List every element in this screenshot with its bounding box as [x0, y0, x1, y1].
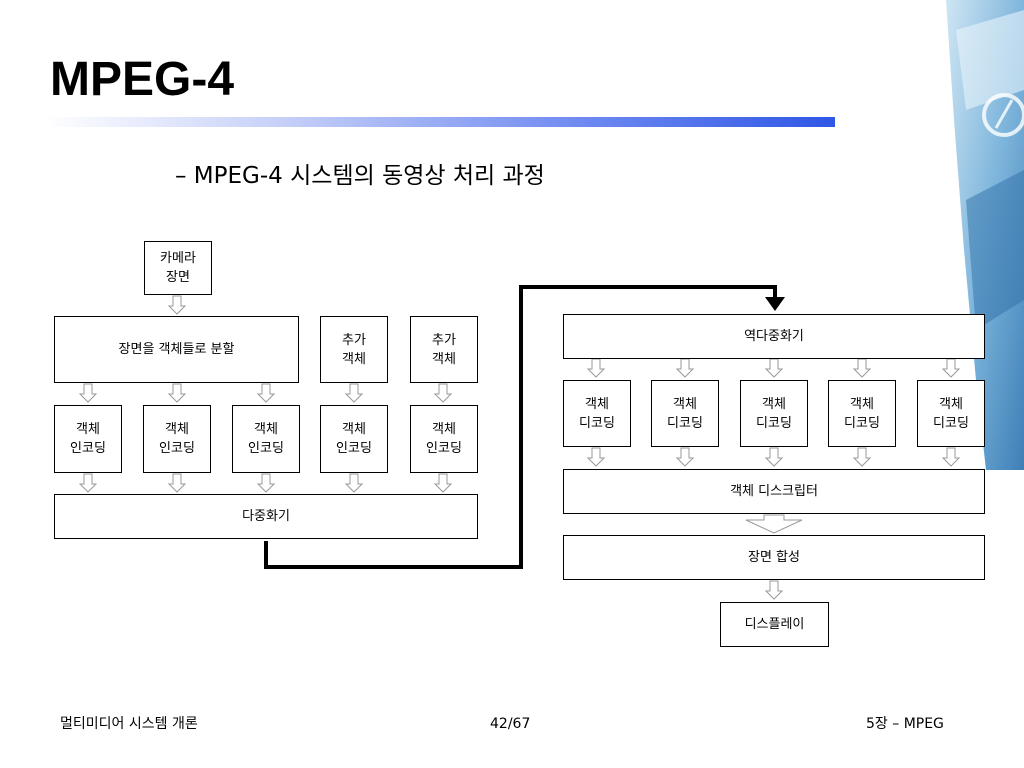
arrow-composition-to-display — [765, 580, 783, 600]
object-encoding-box-5: 객체 인코딩 — [410, 405, 478, 473]
arrow-demux-to-decoding-1 — [587, 358, 605, 378]
arrow-decoding-3-to-descriptor — [765, 447, 783, 467]
arrow-encoding-1-to-mux — [79, 473, 97, 493]
arrow-encoding-3-to-mux — [257, 473, 275, 493]
arrow-demux-to-decoding-3 — [765, 358, 783, 378]
object-decoding-box-5: 객체 디코딩 — [917, 380, 985, 447]
footer-course-title: 멀티미디어 시스템 개론 — [60, 716, 198, 732]
demultiplexer-box: 역다중화기 — [563, 314, 985, 359]
object-decoding-box-2: 객체 디코딩 — [651, 380, 719, 447]
arrow-demux-to-decoding-5 — [942, 358, 960, 378]
object-decoding-box-1: 객체 디코딩 — [563, 380, 631, 447]
object-encoding-box-2: 객체 인코딩 — [143, 405, 211, 473]
arrow-encoding-4-to-mux — [345, 473, 363, 493]
arrow-decoding-4-to-descriptor — [853, 447, 871, 467]
arrow-decoding-2-to-descriptor — [676, 447, 694, 467]
arrow-split-to-encoding-2 — [168, 383, 186, 403]
arrow-decoding-1-to-descriptor — [587, 447, 605, 467]
arrow-encoding-2-to-mux — [168, 473, 186, 493]
arrow-encoding-5-to-mux — [434, 473, 452, 493]
arrow-demux-to-decoding-4 — [853, 358, 871, 378]
object-encoding-box-1: 객체 인코딩 — [54, 405, 122, 473]
arrow-demux-to-decoding-2 — [676, 358, 694, 378]
footer-page-number: 42/67 — [490, 716, 531, 732]
scene-composition-box: 장면 합성 — [563, 535, 985, 580]
object-encoding-box-4: 객체 인코딩 — [320, 405, 388, 473]
slide-title: MPEG-4 — [50, 53, 235, 106]
display-box: 디스플레이 — [720, 602, 829, 647]
slide-subtitle: – MPEG-4 시스템의 동영상 처리 과정 — [175, 163, 545, 189]
arrow-decoding-5-to-descriptor — [942, 447, 960, 467]
object-encoding-box-3: 객체 인코딩 — [232, 405, 300, 473]
extra-object-box-1: 추가 객체 — [320, 316, 388, 383]
object-decoding-box-4: 객체 디코딩 — [828, 380, 896, 447]
arrow-descriptor-to-composition — [745, 514, 803, 534]
arrow-split-to-encoding-1 — [79, 383, 97, 403]
arrow-camera-to-split — [168, 295, 186, 315]
transmission-arrowhead — [765, 297, 785, 311]
transmission-path-line — [264, 285, 777, 569]
arrow-extra-2-to-encoding-5 — [434, 383, 452, 403]
footer-chapter: 5장 – MPEG — [866, 716, 944, 732]
corner-decoration-image — [946, 0, 1024, 470]
title-underline-bar — [44, 117, 835, 127]
object-descriptor-box: 객체 디스크립터 — [563, 469, 985, 514]
split-scene-box: 장면을 객체들로 분할 — [54, 316, 299, 383]
arrow-extra-1-to-encoding-4 — [345, 383, 363, 403]
arrow-split-to-encoding-3 — [257, 383, 275, 403]
object-decoding-box-3: 객체 디코딩 — [740, 380, 808, 447]
camera-scene-box: 카메라 장면 — [144, 241, 212, 295]
extra-object-box-2: 추가 객체 — [410, 316, 478, 383]
multiplexer-box: 다중화기 — [54, 494, 478, 539]
